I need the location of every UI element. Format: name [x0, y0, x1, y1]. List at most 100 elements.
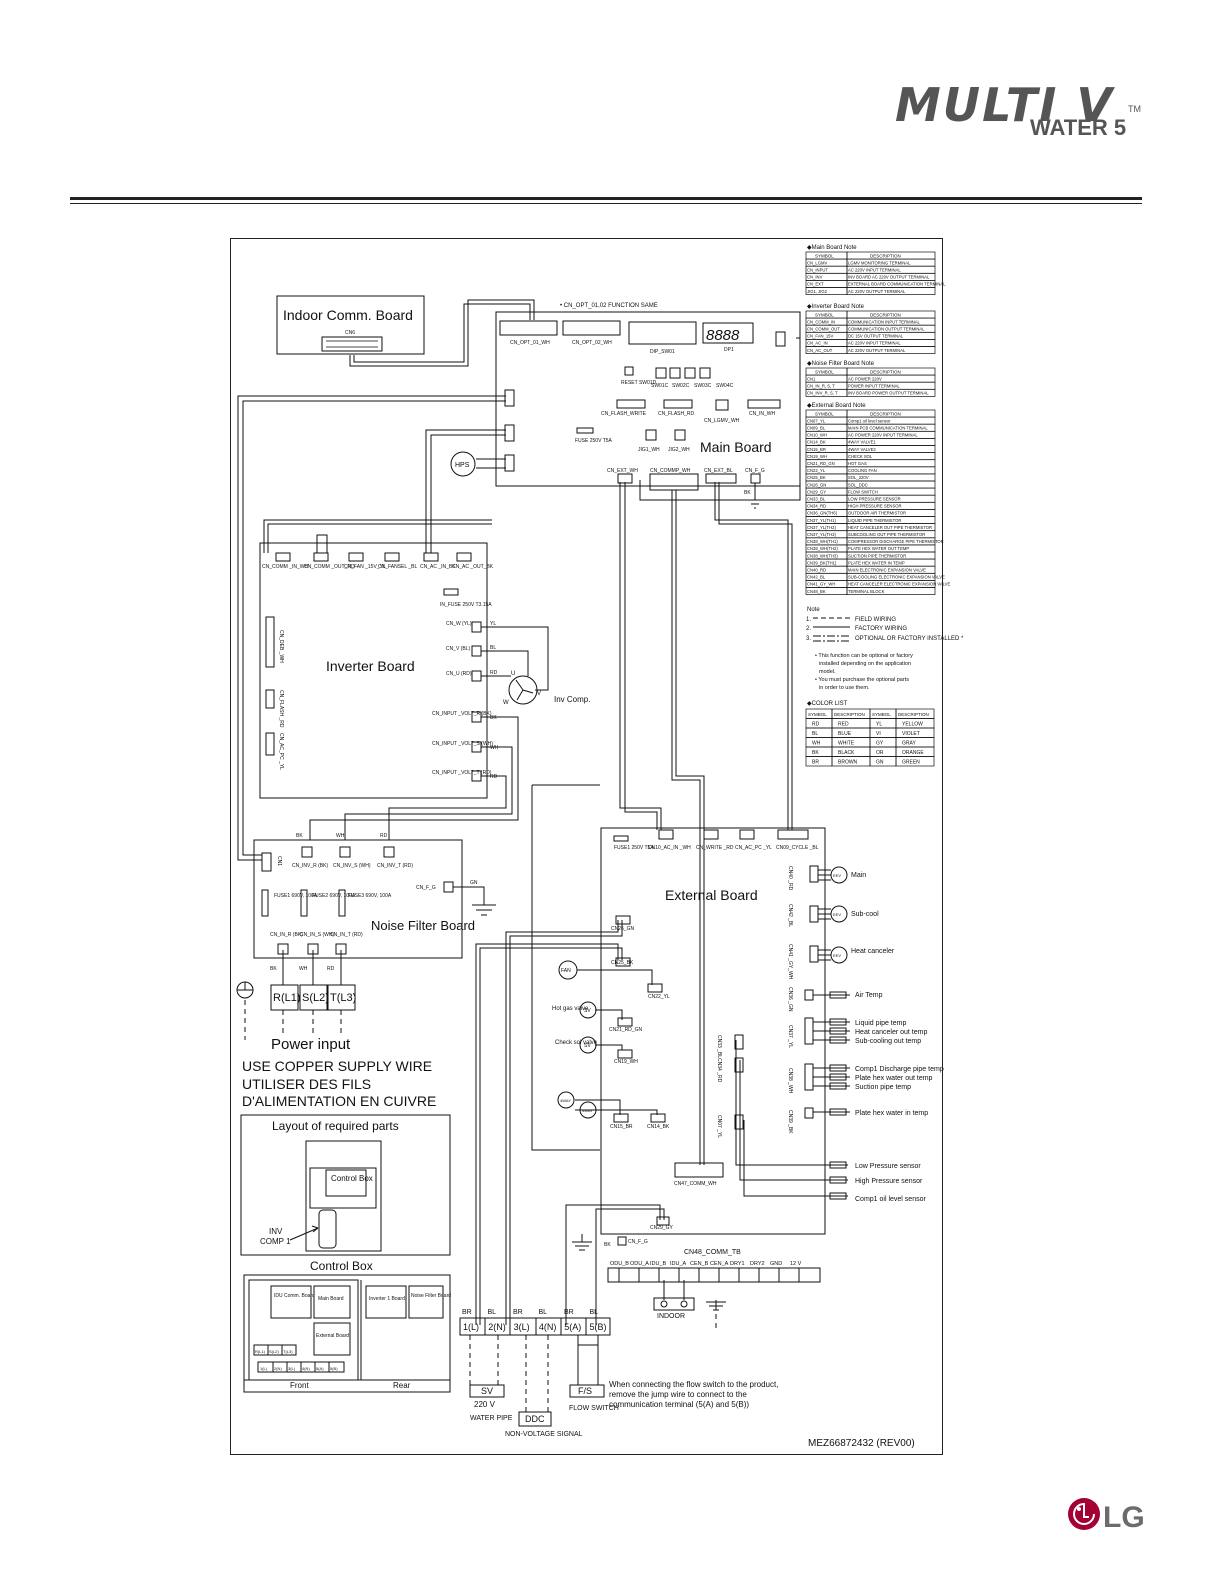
color-cell: BL: [812, 731, 818, 737]
note-description: SUCTION PIPE THERMISTOR: [848, 553, 906, 558]
ext-fg: CN_F_G: [628, 1239, 648, 1245]
color-cell: YL: [876, 722, 882, 728]
inv-left-flash: CN_FLASH _RD: [278, 690, 284, 728]
legend-3-num: 3.: [806, 636, 811, 642]
inv-in-rd: RD: [490, 774, 498, 780]
color-header: DESCRIPTION: [834, 712, 865, 717]
ext-4way-2: 4WAY: [582, 1108, 593, 1113]
field-ddc-sub: NON-VOLTAGE SIGNAL: [505, 1431, 583, 1438]
ext-cn41: CN41 _GY_WH: [787, 944, 793, 980]
main-reset: RESET SW01D: [621, 380, 657, 386]
note-symbol: CN22_YL: [807, 468, 826, 473]
main-in-wh: CN_IN_WH: [749, 411, 776, 417]
color-cell: GRAY: [902, 741, 916, 747]
terminal-color: BR: [462, 1309, 472, 1316]
tb-label: DRY2: [750, 1261, 765, 1267]
eev-tag-1: EEV: [833, 873, 841, 878]
note-description: SUB-COOLING ELECTRONIC EXPANSION VALVE: [848, 575, 945, 580]
power-terminals: [236, 981, 356, 1011]
nf-fuse2: FUSE2 690V, 100A: [312, 893, 356, 899]
note-description: SOL_DDC: [848, 482, 868, 487]
note-line-1: • This function can be optional or facto…: [815, 653, 913, 659]
color-cell: GREEN: [902, 760, 920, 766]
note-description: AC POWER 220V INPUT TERMINAL: [848, 433, 918, 438]
table-cell: [805, 727, 833, 738]
note-symbol: CN37_YL(TH3): [807, 532, 836, 537]
indoor-comm-title: Indoor Comm. Board: [283, 307, 413, 323]
inv-color-yl: YL: [490, 621, 496, 627]
sensor-low: Low Pressure sensor: [855, 1163, 921, 1170]
main-jig2: JIG2_WH: [668, 447, 690, 453]
nf-bottom-rd: RD: [327, 966, 335, 972]
note-symbol: CN_AC_IN: [807, 341, 828, 346]
note-symbol: CN_LGMV: [807, 260, 827, 265]
color-cell: ORANGE: [902, 750, 924, 756]
external-title: External Board: [665, 887, 758, 903]
note-symbol: CN21_RD_GN: [807, 461, 835, 466]
sv-tag-2: SV: [584, 1043, 591, 1049]
terminal-color: BR: [564, 1309, 574, 1316]
tb-label: CEN_B: [690, 1261, 709, 1267]
table-cell: [895, 756, 935, 767]
inv-phase-v: CN_V (BL): [446, 646, 471, 652]
note-description: INV BOARD AC 220V OUTPUT TERMINAL: [848, 275, 930, 280]
terminal-labels: 1(L)2(N)3(L)4(N)5(A)5(B): [463, 1322, 607, 1332]
indoor-comm-board: [276, 295, 425, 355]
table-cell: [805, 756, 833, 767]
note-symbol: CN41_GY_WH: [807, 582, 835, 587]
note-description: MAIN PCB COMMUNICATION TERMINAL: [848, 426, 928, 431]
note-header-desc: DESCRIPTION: [870, 313, 901, 318]
note-description: COMPRESSOR DISCHARGE PIPE THERMISTOR: [848, 539, 944, 544]
note-description: Comp1 oil level sensor: [848, 418, 891, 423]
cb-rst-t: T(L3): [283, 1349, 293, 1354]
eev-tag-2: EEV: [833, 912, 841, 917]
lg-wordmark: LG: [1103, 1501, 1145, 1534]
nf-bottom-r: CN_IN_R (BK): [270, 932, 303, 938]
indoor-cn6: CN6: [345, 330, 355, 336]
nf-bottom-wh: WH: [299, 966, 308, 972]
power-t: T(L3): [330, 992, 356, 1004]
inv-in-wh: WH: [490, 745, 499, 751]
note-description: 4WAY VALVE2: [848, 447, 876, 452]
ext-temp3: Plate hex water in temp: [855, 1110, 928, 1117]
ext-cn48: CN48_COMM_TB: [684, 1249, 741, 1256]
color-cell: BROWN: [838, 760, 858, 766]
color-cell: OR: [876, 750, 884, 756]
main-opt1: CN_OPT_01_WH: [510, 340, 550, 346]
color-cell: WH: [812, 741, 821, 747]
note-description: AC 220V OUTPUT TERMINAL: [848, 289, 906, 294]
noise-filter-board: [253, 839, 496, 959]
legend-3: OPTIONAL OR FACTORY INSTALLED *: [855, 636, 964, 642]
terminal-label: 3(L): [514, 1322, 530, 1332]
inv-top-2: CN_COMM _OUT_RD: [304, 564, 355, 570]
note-line-4: • You must purchase the optional parts: [815, 677, 909, 683]
power-title: Power input: [271, 1036, 351, 1053]
ext-temp1-3: Sub-cooling out temp: [855, 1038, 921, 1045]
color-cell: BK: [812, 750, 819, 756]
cb-rst-s: S(L2): [269, 1349, 279, 1354]
note-header-symbol: SYMBOL: [815, 412, 834, 417]
sensor-high: High Pressure sensor: [855, 1178, 923, 1185]
note-description: DC 15V OUTPUT TERMINAL: [848, 334, 904, 339]
ext-top-2: CN_WRITE _RD: [696, 845, 734, 851]
note-symbol: CN33_BL: [807, 497, 826, 502]
note-line-3: model.: [819, 669, 836, 675]
hps-label: HPS: [455, 462, 470, 469]
note-symbol: CN14_BK: [807, 440, 826, 445]
note-symbol: CN42_BL: [807, 575, 826, 580]
power-s: S(L2): [302, 992, 329, 1004]
note-description: OUTDOOR AIR THERMISTOR: [848, 511, 906, 516]
ext-cn29: CN29_GY: [650, 1225, 673, 1231]
tb-label: 12 V: [790, 1261, 802, 1267]
inv-v: V: [537, 691, 541, 697]
inverter-title: Inverter Board: [326, 658, 415, 674]
color-cell: GN: [876, 760, 884, 766]
main-commp: CN_COMMP_WH: [650, 468, 691, 474]
note-description: LOW PRESSURE SENSOR: [848, 497, 901, 502]
notes-legend-lines: [813, 617, 850, 642]
note-symbol: CN25_BK: [807, 475, 826, 480]
power-r: R(L1): [273, 992, 301, 1004]
inv-phase-u: CN_U (RD): [446, 671, 472, 677]
note-symbol: CN48_BK: [807, 589, 826, 594]
